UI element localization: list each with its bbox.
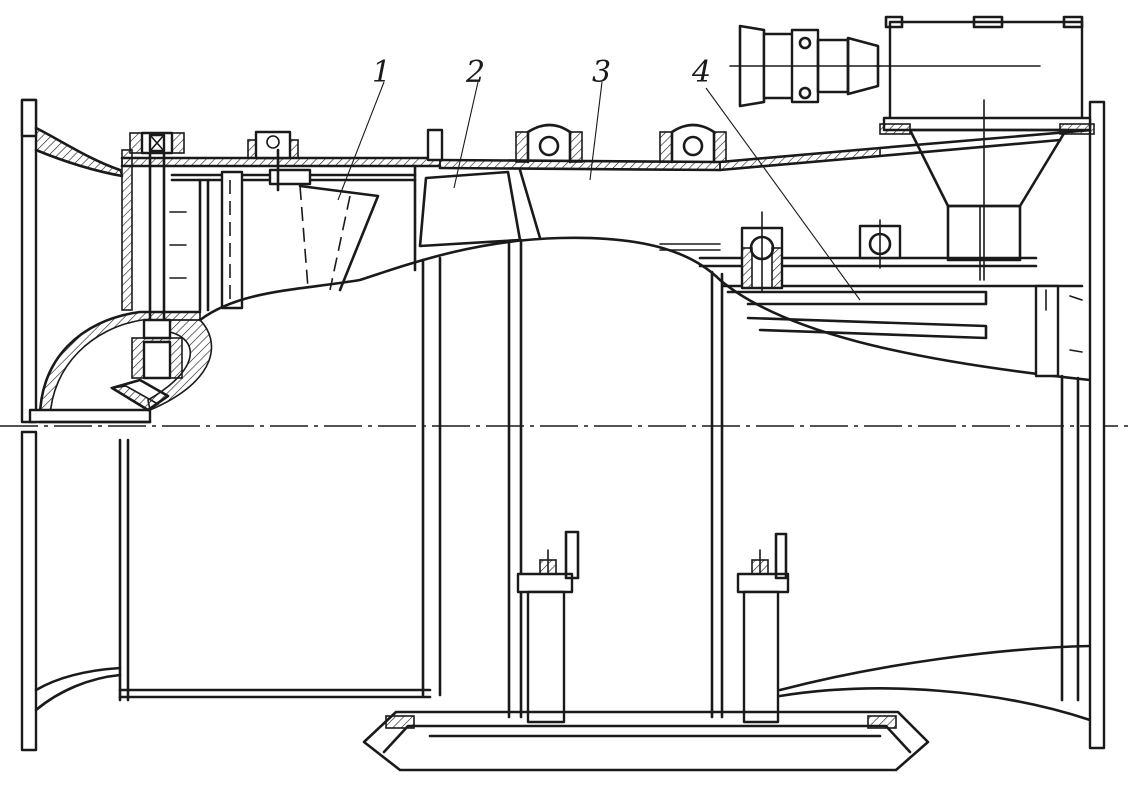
impeller-blade [169, 148, 417, 312]
hub-outline [198, 236, 1092, 382]
straightener-vanes [518, 168, 721, 251]
callout-2: 2 [465, 55, 485, 90]
diffuser-supports [740, 205, 981, 293]
adjustment-mechanism [109, 131, 185, 412]
outlet-flange [1080, 100, 1106, 750]
guide-vane [418, 170, 522, 248]
callout-1: 1 [372, 55, 391, 90]
inlet-collector [20, 98, 130, 752]
casing-bottom [118, 644, 1092, 722]
callout-leaders [337, 81, 861, 301]
internal-struts [421, 238, 1080, 719]
electric-motor-icon [729, 15, 1095, 281]
callout-4: 4 [691, 55, 711, 90]
nose-cone [28, 310, 202, 424]
casing-flanges [247, 123, 727, 164]
support-frame [362, 530, 930, 772]
callout-3: 3 [592, 55, 611, 90]
